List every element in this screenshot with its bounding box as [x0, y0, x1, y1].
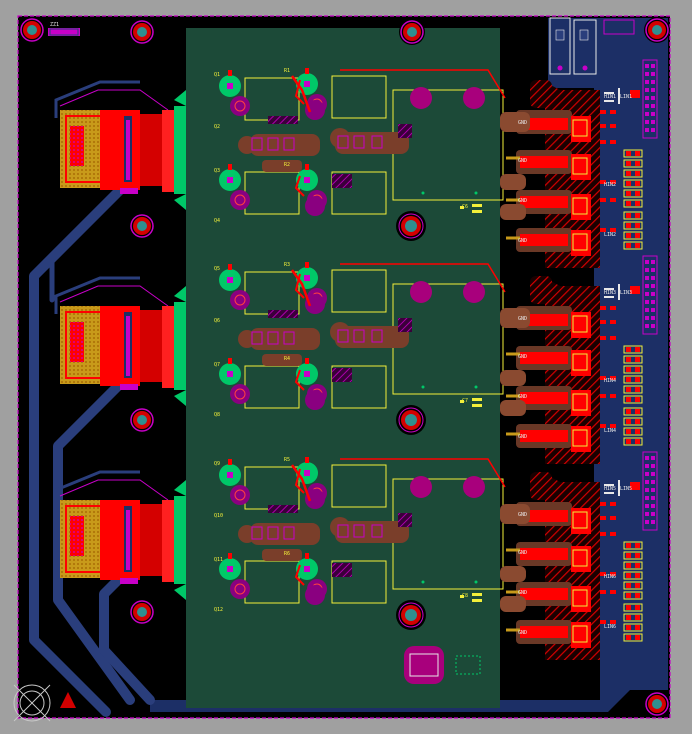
mounting-hole-br[interactable] — [643, 690, 671, 718]
pin1-marker-icon — [60, 692, 76, 708]
designator-label: LIN6 — [604, 624, 616, 630]
designator-label: GND — [518, 354, 527, 360]
mounting-hole-top-mid[interactable] — [398, 18, 426, 46]
power-traces — [29, 181, 155, 717]
designator-label: Q5 — [214, 266, 220, 272]
designator-label: GND — [518, 198, 527, 204]
origin-marker-icon — [13, 684, 51, 722]
bottom-copper-header-area — [548, 18, 618, 88]
designator-label: C7 — [462, 398, 468, 404]
designator-label: LIN5 — [620, 486, 632, 492]
mounting-hole-top-left2[interactable] — [128, 18, 156, 46]
designator-label: Q4 — [214, 218, 220, 224]
control-header[interactable] — [549, 17, 635, 75]
designator-label: LIN3 — [620, 290, 632, 296]
designator-label: GND — [518, 316, 527, 322]
phase-1-labels: Q1 Q2 Q3 Q4 R1 R2 C6 GND GND GND GND HIN… — [214, 68, 632, 244]
designator-label: Q3 — [214, 168, 220, 174]
designator-label: C6 — [462, 204, 468, 210]
title-mark-text: ZZ1 — [50, 22, 59, 28]
designator-label: R2 — [284, 162, 290, 168]
designator-label: GND — [518, 550, 527, 556]
mounting-hole-l3[interactable] — [128, 598, 156, 626]
designator-label: Q8 — [214, 412, 220, 418]
designator-label: HIN1 — [604, 94, 616, 100]
phase-2-labels: Q5 Q6 Q7 Q8 R3 R4 C7 GND GND GND GND HIN… — [214, 262, 632, 440]
designator-label: Q6 — [214, 318, 220, 324]
designator-label: Q11 — [214, 557, 223, 563]
designator-label: LIN1 — [620, 94, 632, 100]
designator-label: HIN6 — [604, 574, 616, 580]
designator-label: Q7 — [214, 362, 220, 368]
designator-label: GND — [518, 590, 527, 596]
designator-label: Q2 — [214, 124, 220, 130]
designator-label: R6 — [284, 551, 290, 557]
designator-label: Q12 — [214, 607, 223, 613]
designator-label: GND — [518, 512, 527, 518]
designator-label: R1 — [284, 68, 290, 74]
board-outline — [17, 15, 671, 719]
designator-label: R4 — [284, 356, 290, 362]
mounting-hole-tr[interactable] — [643, 16, 671, 44]
designator-label: HIN3 — [604, 290, 616, 296]
mounting-hole-tl[interactable] — [18, 16, 46, 44]
designator-label: Q1 — [214, 72, 220, 78]
bottom-connector[interactable] — [404, 646, 481, 684]
designator-label: Q10 — [214, 513, 223, 519]
designator-label: GND — [518, 434, 527, 440]
mounting-hole-l2[interactable] — [128, 406, 156, 434]
designator-label: R3 — [284, 262, 290, 268]
designator-label: GND — [518, 238, 527, 244]
phase-3-labels: Q9 Q10 Q11 Q12 R5 R6 C8 GND GND GND GND … — [214, 457, 632, 636]
designator-label: GND — [518, 158, 527, 164]
designator-label: Q9 — [214, 461, 220, 467]
mounting-hole-l1[interactable] — [128, 212, 156, 240]
designator-label: GND — [518, 630, 527, 636]
board-title-mark: ZZ1 — [48, 22, 80, 36]
designator-label: LIN2 — [604, 232, 616, 238]
designator-label: HIN2 — [604, 182, 616, 188]
designator-label: HIN5 — [604, 486, 616, 492]
designator-label: GND — [518, 120, 527, 126]
designator-label: R5 — [284, 457, 290, 463]
designator-label: GND — [518, 394, 527, 400]
designator-label: LIN4 — [604, 428, 616, 434]
designator-label: C8 — [462, 593, 468, 599]
designator-label: HIN4 — [604, 378, 616, 384]
